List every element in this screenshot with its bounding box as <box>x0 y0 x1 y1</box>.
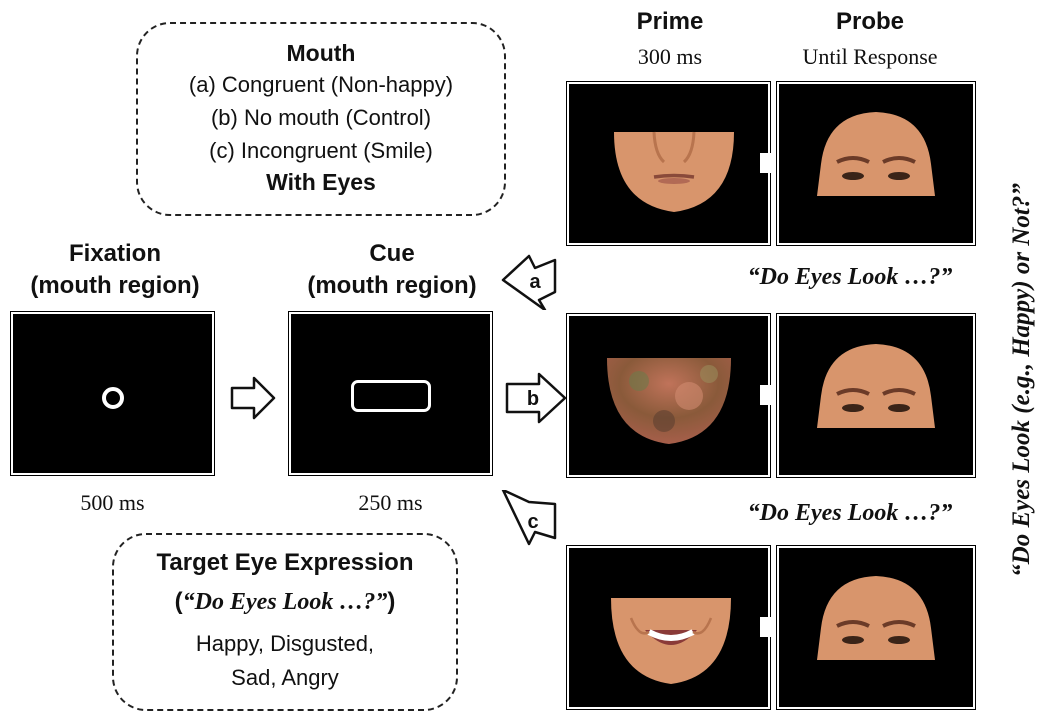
fixation-circle-icon <box>102 387 124 409</box>
fixation-title-line2: (mouth region) <box>0 270 230 302</box>
scrambled-mouth-image <box>569 316 768 475</box>
cue-panel <box>289 312 492 475</box>
fixation-panel <box>11 312 214 475</box>
upper-face-eyes-image <box>779 548 973 707</box>
prime-panel-a <box>567 82 770 245</box>
question-a: “Do Eyes Look …?” <box>700 264 1000 291</box>
lower-face-smile-image <box>569 548 768 707</box>
condition-c-label: c <box>527 511 538 533</box>
cue-title-line2: (mouth region) <box>282 270 502 302</box>
target-eye-expression-box: Target Eye Expression (“Do Eyes Look …?”… <box>112 533 458 711</box>
target-box-title: Target Eye Expression <box>114 547 456 579</box>
question-b: “Do Eyes Look …?” <box>700 500 1000 527</box>
cue-rectangle-icon <box>351 380 431 412</box>
mouth-box-title: Mouth <box>138 38 504 68</box>
probe-panel-c <box>777 546 975 709</box>
fixation-duration: 500 ms <box>11 490 214 516</box>
upper-face-eyes-image <box>779 316 973 475</box>
fixation-title: Fixation (mouth region) <box>0 238 230 302</box>
mouth-condition-box: Mouth (a) Congruent (Non-happy) (b) No m… <box>136 22 506 216</box>
probe-duration: Until Response <box>770 44 970 70</box>
cue-title: Cue (mouth region) <box>282 238 502 302</box>
target-box-question: “Do Eyes Look …?” <box>183 589 388 615</box>
mouth-condition-a: (a) Congruent (Non-happy) <box>138 68 504 101</box>
condition-a-arrow: a <box>495 252 565 310</box>
lower-face-nonhappy-image <box>569 84 768 243</box>
probe-panel-b <box>777 314 975 477</box>
condition-b-label: b <box>527 388 539 410</box>
mouth-condition-b: (b) No mouth (Control) <box>138 101 504 134</box>
condition-a-label: a <box>529 271 541 293</box>
prime-duration: 300 ms <box>570 44 770 70</box>
prime-panel-c <box>567 546 770 709</box>
target-box-question-open: ( <box>175 588 183 615</box>
fixation-title-line1: Fixation <box>0 238 230 270</box>
mouth-box-footer: With Eyes <box>138 167 504 197</box>
prime-panel-b <box>567 314 770 477</box>
target-expression-list-line1: Happy, Disgusted, <box>114 627 456 661</box>
right-arrow-icon <box>230 375 276 421</box>
condition-b-arrow: b <box>505 372 567 424</box>
target-expression-list-line2: Sad, Angry <box>114 661 456 695</box>
cue-title-line1: Cue <box>282 238 502 270</box>
upper-face-eyes-image <box>779 84 973 243</box>
probe-title: Probe <box>770 8 970 36</box>
side-question: “Do Eyes Look (e.g., Happy) or Not?” <box>1008 70 1036 690</box>
probe-panel-a <box>777 82 975 245</box>
prime-title: Prime <box>570 8 770 36</box>
cue-duration: 250 ms <box>289 490 492 516</box>
target-box-question-close: ) <box>387 588 395 615</box>
target-box-question-line: (“Do Eyes Look …?”) <box>114 583 456 621</box>
condition-c-arrow: c <box>495 490 565 548</box>
mouth-condition-c: (c) Incongruent (Smile) <box>138 134 504 167</box>
